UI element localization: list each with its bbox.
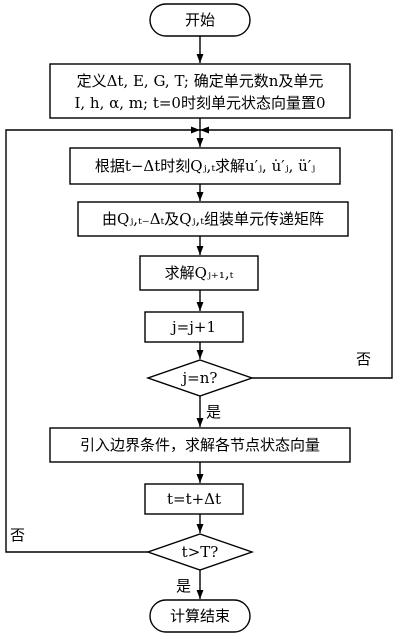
check-j-no-label: 否 (356, 350, 371, 368)
j-inc-box (144, 311, 244, 343)
t-inc-label: t=t+Δt (167, 490, 221, 508)
check-t-yes-label: 是 (176, 577, 191, 595)
solve-u-label: 根据t−Δt时刻Qⱼ,ₜ求解u′ⱼ, u̇′ⱼ, ü′ⱼ (95, 157, 315, 175)
check-t-label: t>T? (182, 543, 219, 561)
solve-u-box (69, 147, 341, 185)
boundary-label: 引入边界条件，求解各节点状态向量 (80, 436, 320, 454)
assemble-box (77, 201, 349, 237)
init-box (49, 63, 351, 119)
j-inc-label: j=j+1 (170, 318, 216, 336)
boundary-box (49, 427, 351, 463)
init-line2: I, h, α, m; t=0时刻单元状态向量置0 (74, 94, 325, 112)
end-label: 计算结束 (170, 607, 230, 625)
t-inc-box (144, 483, 244, 515)
check-t-no-label: 否 (10, 526, 25, 544)
start-label: 开始 (185, 11, 215, 29)
check-j-label: j=n? (181, 369, 218, 387)
solve-q-label: 求解Qⱼ₊₁,ₜ (165, 264, 234, 282)
init-line1: 定义Δt, E, G, T; 确定单元数n及单元 (77, 72, 324, 90)
assemble-label: 由Qⱼ,ₜ₋Δₜ及Qⱼ,ₜ组装单元传递矩阵 (102, 210, 324, 228)
check-j-yes-label: 是 (206, 403, 221, 421)
solve-q-box (139, 255, 259, 291)
end-terminal (149, 599, 251, 633)
edge-check-t-no (5, 126, 200, 553)
edge-check-j-no (200, 126, 393, 379)
